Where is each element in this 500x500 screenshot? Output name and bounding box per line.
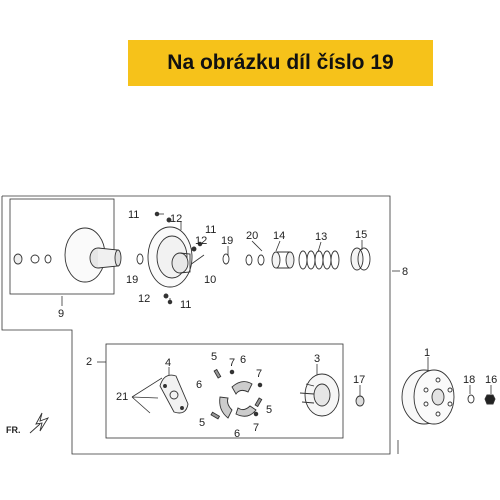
callout-7: 7 [256, 368, 262, 380]
clutch-assembly [159, 368, 365, 420]
spring-5b [254, 397, 263, 408]
small-washer [44, 254, 52, 264]
callout-3: 3 [314, 353, 320, 365]
callout-6: 6 [240, 354, 246, 366]
callout-19: 19 [126, 274, 138, 286]
clutch-plate-4 [159, 374, 189, 414]
pin-7c [253, 411, 259, 417]
callout-12: 12 [170, 213, 182, 225]
spring-5a [213, 368, 222, 379]
callout-16: 16 [485, 374, 497, 386]
subassembly-box-2 [105, 343, 344, 439]
callout-6: 6 [196, 379, 202, 391]
callout-10: 10 [204, 274, 216, 286]
screw-11-bottom [167, 299, 173, 305]
clutch-bell [401, 369, 496, 425]
spring-coil-1 [298, 250, 308, 270]
nut-16 [484, 394, 496, 405]
callout-19: 19 [221, 235, 233, 247]
spring-coil-2 [306, 250, 316, 270]
callout-17: 17 [353, 374, 365, 386]
spring-and-collar-parts [222, 247, 371, 271]
callout-8: 8 [402, 266, 408, 278]
banner-text: Na obrázku díl číslo 19 [167, 51, 394, 74]
callout-4: 4 [165, 357, 171, 369]
screw-11-right [197, 241, 203, 247]
pin-7b [257, 382, 263, 388]
callout-11: 11 [128, 209, 139, 221]
drive-face-assembly [13, 227, 122, 283]
spring-coil-5 [330, 250, 340, 270]
screw-11-top [154, 211, 160, 217]
direction-label: FR. [6, 425, 21, 435]
callout-13: 13 [315, 231, 327, 243]
callout-21: 21 [116, 391, 128, 403]
small-bushing [13, 253, 23, 265]
callout-18: 18 [463, 374, 475, 386]
pin-7a [229, 369, 235, 375]
callout-12: 12 [195, 235, 207, 247]
callout-7: 7 [253, 422, 259, 434]
screw-12-top [166, 217, 172, 223]
callout-5: 5 [199, 417, 205, 429]
spring-coil-4 [322, 250, 332, 270]
callout-12: 12 [138, 293, 150, 305]
ring-20a [245, 254, 253, 266]
assembly-outline [1, 195, 391, 455]
highlight-banner: Na obrázku díl číslo 19 [128, 40, 433, 86]
clutch-shoe-6b [219, 396, 233, 419]
washer-19 [136, 253, 144, 265]
callout-6: 6 [234, 428, 240, 440]
spring-5c [210, 411, 221, 420]
callout-2: 2 [86, 356, 92, 368]
driven-face [136, 211, 203, 305]
seal-15-back [357, 247, 371, 271]
nut-17 [355, 395, 365, 407]
front-direction-arrow-icon [29, 412, 50, 434]
small-ring [30, 254, 40, 264]
callout-5: 5 [211, 351, 217, 363]
callout-11: 11 [205, 224, 216, 236]
callout-14: 14 [273, 230, 285, 242]
callout-7: 7 [229, 357, 235, 369]
callout-20: 20 [246, 230, 258, 242]
screw-12-bottom [163, 293, 169, 299]
callout-11: 11 [180, 299, 191, 311]
callout-9: 9 [58, 308, 64, 320]
washer-19-right [222, 253, 230, 265]
screw-12-right [191, 246, 197, 252]
seal-15-front [350, 247, 364, 271]
clutch-shoe-6c [235, 405, 257, 417]
ring-20b [257, 254, 265, 266]
subassembly-box-9 [9, 198, 115, 295]
callout-5: 5 [266, 404, 272, 416]
spring-coil-3 [314, 250, 324, 270]
callout-1: 1 [424, 347, 430, 359]
callout-15: 15 [355, 229, 367, 241]
clutch-shoe-6a [231, 381, 253, 395]
part-number-labels: 11 12 11 12 19 20 14 13 15 8 19 10 12 11… [58, 209, 497, 440]
washer-18 [467, 394, 475, 404]
